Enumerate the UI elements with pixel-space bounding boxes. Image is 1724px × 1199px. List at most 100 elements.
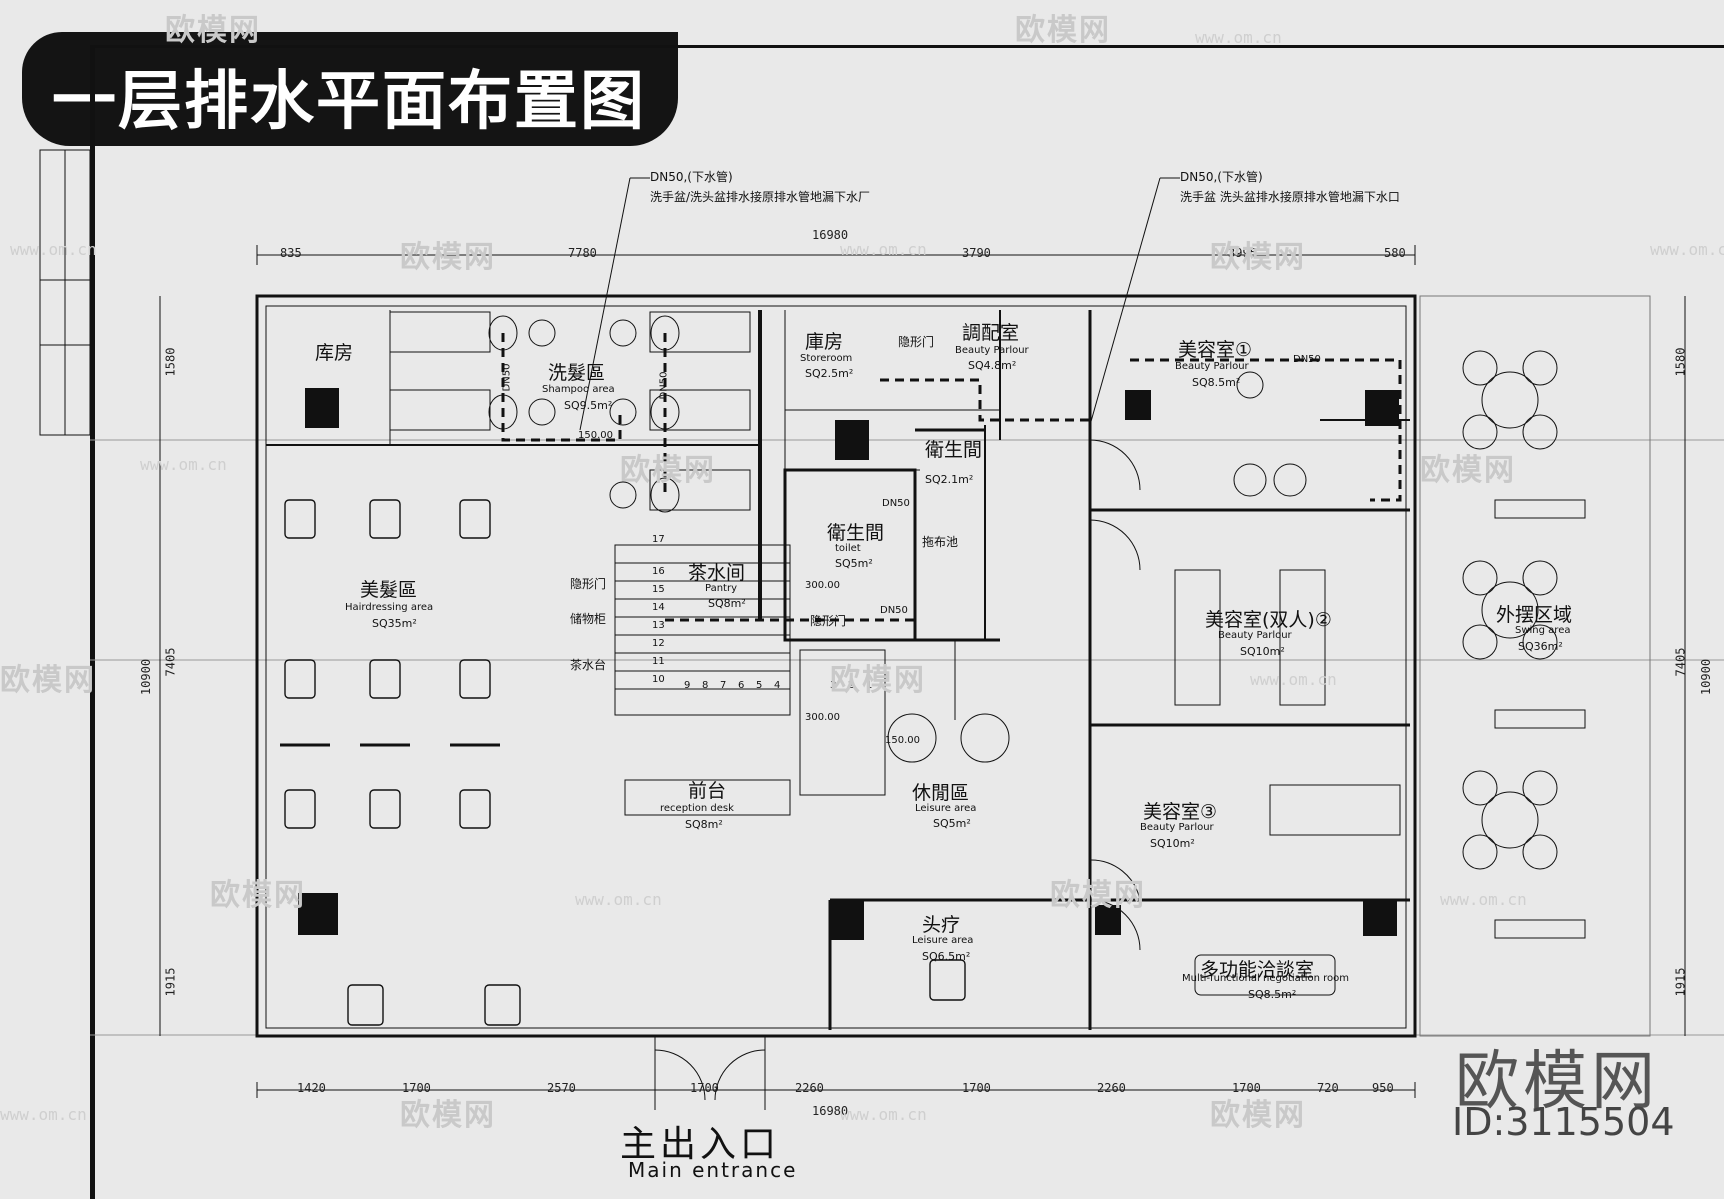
room-headspa-label: 头疗	[922, 914, 961, 936]
watermark-brand-faint: 欧模网	[830, 663, 926, 698]
watermark-url: www.om.cn	[10, 240, 97, 259]
dim-bottom-segment: 2570	[547, 1081, 576, 1095]
dim-right-segment: 1580	[1673, 347, 1688, 377]
watermark-url: www.om.cn	[840, 1105, 927, 1124]
dim-top-segment: 3790	[962, 246, 991, 260]
watermark-id: ID:3115504	[1452, 1100, 1675, 1144]
dim-top-overall: 16980	[812, 228, 849, 242]
dim-bottom-segment: 720	[1317, 1081, 1339, 1095]
stair-number: 9	[684, 680, 691, 691]
room-leisure-en: Leisure area	[915, 803, 977, 814]
room-mixing-label: 調配室	[962, 322, 1020, 344]
dim-bottom-segment: 1420	[297, 1081, 326, 1095]
room-headspa-area: SQ6.5m²	[922, 950, 971, 963]
room-toilet-en: toilet	[835, 543, 861, 554]
drain-note-left-text: 洗手盆/洗头盆排水接原排水管地漏下水厂	[650, 190, 871, 204]
room-shampoo-label: 洗髮區	[548, 362, 606, 384]
watermark-url: www.om.cn	[140, 455, 227, 474]
room-beauty3-en: Beauty Parlour	[1140, 822, 1214, 833]
drain-note-left-code: DN50,(下水管)	[650, 170, 733, 184]
watermark-brand-faint: 欧模网	[0, 663, 96, 698]
room-beauty2-area: SQ10m²	[1240, 645, 1285, 658]
room-meeting-en: Multi-functional negotiation room	[1182, 973, 1349, 984]
room-beauty1-label: 美容室①	[1178, 339, 1253, 361]
building-outline	[255, 294, 1417, 1038]
dim-bottom-segment: 950	[1372, 1081, 1394, 1095]
dim-right-segment: 7405	[1673, 647, 1688, 677]
room-beauty3-label: 美容室③	[1143, 801, 1218, 823]
level-mark: 150.00	[885, 735, 920, 746]
stair-number: 14	[652, 602, 665, 613]
watermark-brand-faint: 欧模网	[400, 240, 496, 275]
stair-number: 1	[866, 680, 873, 691]
stair-number: 8	[702, 680, 709, 691]
watermark-brand-faint: 欧模网	[1420, 453, 1516, 488]
room-toilet-label: 衛生間	[827, 522, 885, 544]
level-mark: 150.00	[578, 430, 613, 441]
room-reception-en: reception desk	[660, 803, 734, 814]
stair-number: 4	[774, 680, 781, 691]
room-hairdressing-area: SQ35m²	[372, 617, 417, 630]
room-leisure-area: SQ5m²	[933, 817, 971, 830]
dim-bottom-segment: 1700	[1232, 1081, 1261, 1095]
stair-number: 13	[652, 620, 665, 631]
room-hairdressing-label: 美髮區	[360, 579, 418, 601]
stair-number: 3	[830, 680, 837, 691]
label-hidden-door: 隐形门	[570, 577, 607, 591]
drawing-title: 一层排水平面布置图	[52, 65, 646, 139]
room-toilet-area: SQ5m²	[835, 557, 873, 570]
room-reception-area: SQ8m²	[685, 818, 723, 831]
watermark-url: www.om.cn	[1195, 28, 1282, 47]
dim-left-overall: 10900	[139, 658, 154, 696]
watermark-brand-faint: 欧模网	[1210, 1098, 1306, 1133]
watermark-url: www.om.cn	[1440, 890, 1527, 909]
label-hidden-door: 隐形门	[810, 614, 847, 628]
room-reception-label: 前台	[688, 780, 727, 802]
dim-top-segment: 835	[280, 246, 302, 260]
level-mark: 300.00	[805, 712, 840, 723]
drawing-frame	[90, 45, 1724, 1199]
label-tea-counter: 茶水台	[570, 658, 607, 672]
main-entrance-label: 主出入口	[620, 1124, 781, 1165]
pipe-dn-label: DN50	[880, 605, 908, 616]
room-beauty1-area: SQ8.5m²	[1192, 376, 1241, 389]
room-pantry-en: Pantry	[705, 583, 737, 594]
room-outdoor-area: SQ36m²	[1518, 640, 1563, 653]
stair-number: 7	[720, 680, 727, 691]
stair-number: 17	[652, 534, 665, 545]
room-mixing-en: Beauty Parlour	[955, 345, 1029, 356]
dim-left-segment: 7405	[163, 647, 178, 677]
dim-right-segment: 1915	[1673, 967, 1688, 997]
room-storage-label: 库房	[315, 342, 354, 364]
stair-number: 10	[652, 674, 665, 685]
room-meeting-area: SQ8.5m²	[1248, 988, 1297, 1001]
watermark-url: www.om.cn	[575, 890, 662, 909]
pipe-dn-label: DN50	[1293, 354, 1321, 365]
watermark-brand-faint: 欧模网	[400, 1098, 496, 1133]
stair-number: 15	[652, 584, 665, 595]
watermark-logo: 欧模网	[1455, 1045, 1659, 1119]
dim-top-segment: 7780	[568, 246, 597, 260]
room-beauty2-en: Beauty Parlour	[1218, 630, 1292, 641]
dim-bottom-segment: 1700	[962, 1081, 991, 1095]
dim-left-segment: 1915	[163, 967, 178, 997]
room-beauty3-area: SQ10m²	[1150, 837, 1195, 850]
room-outdoor-en: Swing area	[1515, 625, 1571, 636]
label-hidden-door: 隐形门	[898, 335, 935, 349]
dim-bottom-segment: 2260	[795, 1081, 824, 1095]
room-toilet-small-label: 衛生間	[925, 439, 983, 461]
pipe-dn-label: DN50	[501, 363, 513, 392]
stair-number: 6	[738, 680, 745, 691]
room-beauty1-en: Beauty Parlour	[1175, 361, 1249, 372]
room-pantry-area: SQ8m²	[708, 597, 746, 610]
label-mop-sink: 拖布池	[922, 535, 959, 549]
room-outdoor-label: 外摆区域	[1496, 604, 1573, 626]
dim-top-segment: 3995	[1228, 246, 1257, 260]
label-storage-cabinet: 储物柜	[570, 612, 607, 626]
watermark-url: www.om.cn	[1650, 240, 1724, 259]
dim-bottom-overall: 16980	[812, 1104, 849, 1118]
level-mark: 300.00	[805, 580, 840, 591]
watermark-brand-faint: 欧模网	[1210, 240, 1306, 275]
watermark-url: www.om.cn	[1250, 670, 1337, 689]
